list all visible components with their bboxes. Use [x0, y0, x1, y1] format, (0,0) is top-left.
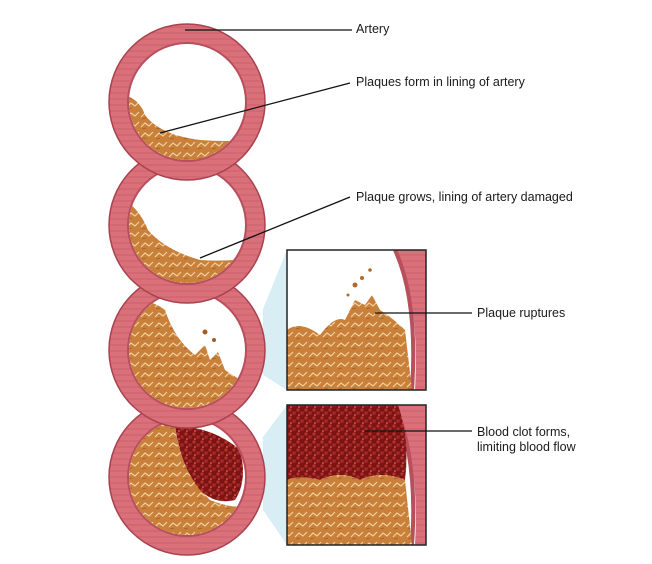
label-plaques-form: Plaques form in lining of artery [356, 75, 525, 90]
inset-plaque-rupture [287, 250, 426, 390]
label-plaque-grows: Plaque grows, lining of artery damaged [356, 190, 573, 205]
label-blood-clot: Blood clot forms, limiting blood flow [477, 425, 576, 455]
label-blood-clot-line-2: limiting blood flow [477, 440, 576, 455]
inset-connector-lower [263, 405, 287, 545]
inset-blood-clot [287, 405, 426, 545]
label-artery: Artery [356, 22, 389, 37]
label-plaque-ruptures: Plaque ruptures [477, 306, 565, 321]
label-blood-clot-line-1: Blood clot forms, [477, 425, 576, 440]
artery-stage-1 [109, 24, 265, 180]
inset-connector-upper [263, 250, 287, 390]
